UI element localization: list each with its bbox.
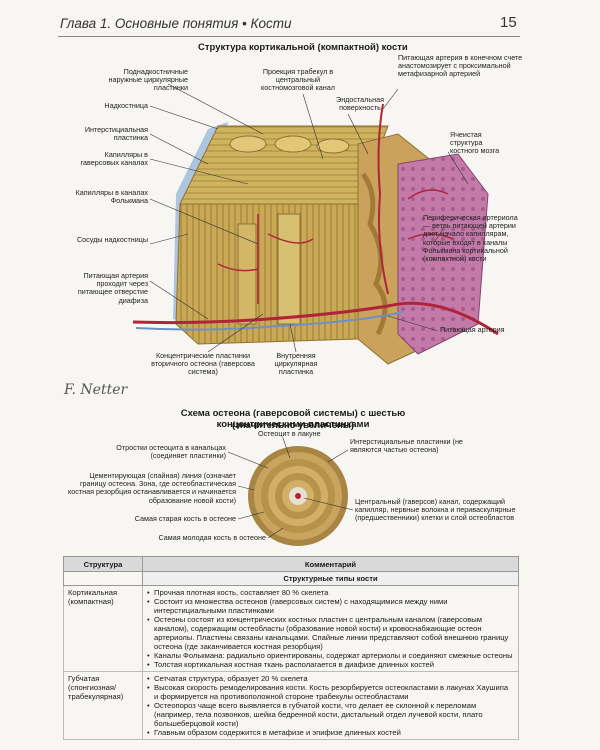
chapter-title: Глава 1. Основные понятия • Кости bbox=[60, 16, 292, 31]
list-item: Прочная плотная кость, составляет 80 % с… bbox=[147, 588, 514, 597]
figure2-title: Схема остеона (гаверсовой системы) с шес… bbox=[180, 408, 406, 430]
label-periosteum: Надкостница bbox=[104, 101, 148, 110]
cortical-bone-illustration bbox=[132, 83, 499, 365]
row-structure: Кортикальная (компактная) bbox=[63, 585, 143, 672]
header-rule bbox=[58, 36, 520, 37]
list-item: Высокая скорость ремоделирования кости. … bbox=[147, 683, 514, 701]
label-haversian-capillaries: Капилляры в гаверсовых каналах bbox=[80, 150, 149, 168]
list-item: Главным образом содержится в метафизе и … bbox=[147, 728, 514, 737]
label-periosteal-vessels: Сосуды надкостницы bbox=[76, 235, 148, 244]
table-header-row: Структура Комментарий bbox=[63, 556, 519, 572]
list-item: Толстая кортикальная костная ткань распо… bbox=[147, 660, 514, 669]
label-nutrient-foramen: Питающая артерия проходит через питающее… bbox=[77, 271, 148, 305]
list-item: Каналы Фолькмана: радиально ориентирован… bbox=[147, 651, 514, 660]
row-comment: Прочная плотная кость, составляет 80 % с… bbox=[142, 585, 519, 672]
table-row: Кортикальная (компактная) Прочная плотна… bbox=[63, 585, 519, 672]
label-outer-lamellae: Поднадкостничные наружные циркулярные пл… bbox=[108, 67, 188, 93]
row-comment: Сетчатая структура, образует 20 % скелет… bbox=[142, 671, 519, 740]
osteon-illustration bbox=[227, 437, 354, 546]
label-endosteal-surface: Эндостальная поверхность bbox=[336, 95, 384, 113]
page-number: 15 bbox=[500, 14, 517, 31]
figure2-subtitle: (значительно увеличены) bbox=[232, 420, 354, 431]
label-youngest-bone: Самая молодая кость в остеоне bbox=[158, 533, 267, 542]
bone-types-table: Структура Комментарий Структурные типы к… bbox=[63, 556, 519, 740]
label-oldest-bone: Самая старая кость в остеоне bbox=[134, 514, 236, 523]
label-osteocyte-processes: Отростки остеоцита в канальцах (соединяе… bbox=[116, 443, 226, 461]
label-nutrient-artery-anastomosis: Питающая артерия в конечном счете анасто… bbox=[398, 53, 523, 79]
label-nutrient-artery: Питающая артерия bbox=[440, 325, 505, 334]
artist-signature: F. Netter bbox=[64, 382, 128, 398]
cortical-bone-figure: Структура кортикальной (компактной) кост… bbox=[58, 34, 528, 388]
osteon-figure: Схема остеона (гаверсовой системы) с шес… bbox=[58, 400, 528, 550]
label-central-canal: Центральный (гаверсов) канал, содержащий… bbox=[355, 497, 516, 523]
list-item: Сетчатая структура, образует 20 % скелет… bbox=[147, 674, 514, 683]
label-peripheral-arteriole: Периферическая артериола — ветвь питающе… bbox=[423, 213, 518, 264]
label-marrow-structure: Ячеистая структура костного мозга bbox=[450, 130, 500, 156]
section-title: Структурные типы кости bbox=[142, 571, 519, 586]
column-header-structure: Структура bbox=[63, 556, 143, 572]
row-structure: Губчатая (спонгиозная/ трабекулярная) bbox=[63, 671, 143, 740]
label-trabeculae-projection: Проекция трабекул в центральный костномо… bbox=[261, 67, 335, 93]
table-row: Губчатая (спонгиозная/ трабекулярная) Се… bbox=[63, 671, 519, 740]
page-header: Глава 1. Основные понятия • Кости 15 bbox=[0, 10, 600, 37]
label-volkmann-capillaries: Капилляры в каналах Фолькмана bbox=[75, 188, 148, 206]
column-header-comment: Комментарий bbox=[142, 556, 519, 572]
label-interstitial-lamellae: Интерстициальные пластинки (не являются … bbox=[350, 437, 463, 455]
list-item: Состоит из множества остеонов (гаверсовы… bbox=[147, 597, 514, 615]
label-osteocyte: Остеоцит в лакуне bbox=[258, 429, 321, 438]
figure1-title: Структура кортикальной (компактной) кост… bbox=[198, 42, 408, 53]
list-item: Остеоны состоят из концентрических костн… bbox=[147, 615, 514, 651]
table-section-row: Структурные типы кости bbox=[63, 571, 519, 586]
label-concentric-lamellae: Концентрические пластинки вторичного ост… bbox=[151, 351, 255, 377]
label-interstitial-lamella: Интерстициальная пластинка bbox=[84, 125, 148, 143]
label-cement-line: Цементирующая (спайная) линия (означает … bbox=[68, 471, 236, 505]
label-inner-lamella: Внутренняя циркулярная пластинка bbox=[274, 351, 318, 377]
list-item: Остеопороз чаще всего выявляется в губча… bbox=[147, 701, 514, 728]
